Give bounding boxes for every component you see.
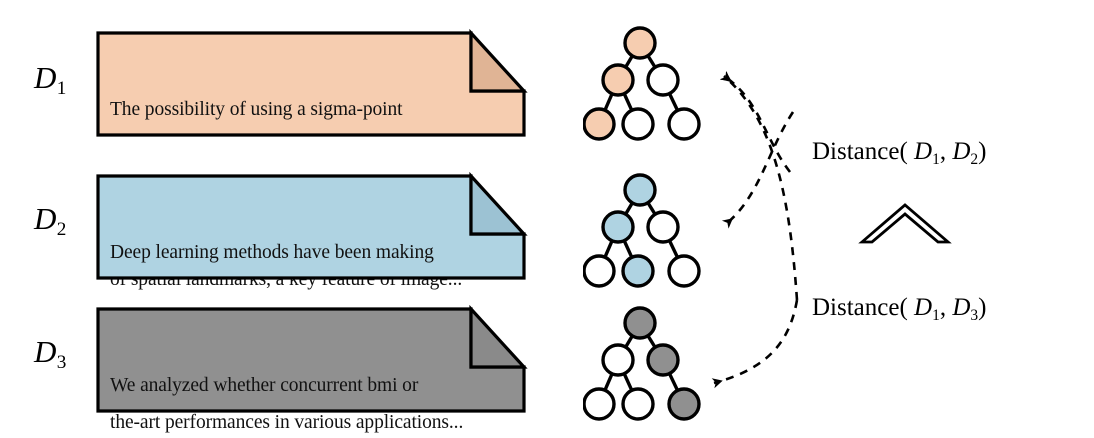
distance-d1-d2-suffix: ) (978, 138, 987, 165)
tree-d3-node-root (623, 306, 657, 340)
tree-d3 (583, 305, 703, 425)
distance-d1-d2-arg1-base: D (914, 138, 933, 165)
arrow-tree3-to-distance-d1-d3 (711, 299, 799, 389)
document-fold-d1 (469, 28, 528, 93)
tree-d1-node-left-child (601, 63, 635, 97)
distance-d1-d3-arg1-base: D (914, 294, 933, 321)
document-label-d3: D3 (34, 334, 66, 372)
distance-d1-d2-arg2-sub: 2 (970, 150, 979, 168)
tree-d1-node-leaf-1 (583, 107, 616, 141)
tree-d1-node-leaf-2 (621, 107, 655, 141)
distance-label-d1-d2: Distance( D1, D2) (812, 138, 987, 167)
distance-d1-d3-suffix: ) (978, 294, 987, 321)
distance-label-d1-d3: Distance( D1, D3) (812, 294, 987, 323)
tree-d1-node-root (623, 26, 657, 60)
distance-d1-d3-separator: , (939, 294, 947, 321)
chevron-up-icon (858, 203, 952, 244)
tree-d2-node-leaf-2 (621, 254, 655, 288)
document-label-d1: D1 (34, 60, 66, 98)
document-label-d3-subscript: 3 (56, 351, 67, 373)
document-fold-d3 (469, 304, 528, 369)
distance-d1-d3-prefix: Distance( (812, 294, 908, 321)
document-label-d2-subscript: 2 (56, 218, 67, 240)
tree-d3-node-left-child (601, 343, 635, 377)
document-text-d3-line-1: We analyzed whether concurrent bmi or (110, 374, 419, 396)
distance-d1-d2-arg2-base: D (952, 138, 971, 165)
distance-d1-d3-arg1-sub: 1 (932, 306, 940, 324)
tree-d2-node-root (623, 173, 657, 207)
document-label-d1-base: D (34, 60, 57, 95)
tree-d2-node-leaf-1 (583, 254, 616, 288)
document-text-d1-line-1: The possibility of using a sigma-point (110, 98, 403, 120)
document-shape-d1 (96, 28, 528, 137)
tree-d2-node-right-child (646, 210, 680, 244)
tree-d3-node-leaf-3 (667, 387, 701, 421)
distance-d1-d3-arg2-sub: 3 (970, 306, 979, 324)
tree-d3-node-leaf-1 (583, 387, 616, 421)
document-label-d2-base: D (34, 201, 57, 236)
tree-d3-node-leaf-2 (621, 387, 655, 421)
tree-d2-node-left-child (601, 210, 635, 244)
tree-d2 (583, 172, 703, 292)
document-text-d2-line-3: the-art performances in various applicat… (110, 411, 464, 433)
arrow-tree1-to-distance-d1-d3 (719, 71, 799, 301)
document-text-d3: We analyzed whether concurrent bmi or wa… (110, 315, 464, 438)
document-label-d2: D2 (34, 201, 66, 239)
tree-d1-node-leaf-3 (667, 107, 701, 141)
arrow-tree2-to-distance-d1-d2 (721, 111, 795, 229)
tree-d3-node-right-child (646, 343, 680, 377)
distance-d1-d2-prefix: Distance( (812, 138, 908, 165)
distance-d1-d2-separator: , (939, 138, 947, 165)
distance-d1-d3-arg2-base: D (952, 294, 971, 321)
distance-d1-d2-arg1-sub: 1 (932, 150, 940, 168)
document-fold-d2 (469, 171, 528, 236)
arrow-tree1-to-distance-d1-d2 (720, 71, 792, 173)
document-shape-d3 (96, 304, 528, 413)
document-shape-d2 (96, 171, 528, 280)
tree-d1 (583, 25, 703, 145)
tree-d2-node-leaf-3 (667, 254, 701, 288)
tree-d1-node-right-child (646, 63, 680, 97)
document-text-d2-line-1: Deep learning methods have been making (110, 241, 434, 263)
document-label-d1-subscript: 1 (56, 77, 67, 99)
document-label-d3-base: D (34, 334, 57, 369)
